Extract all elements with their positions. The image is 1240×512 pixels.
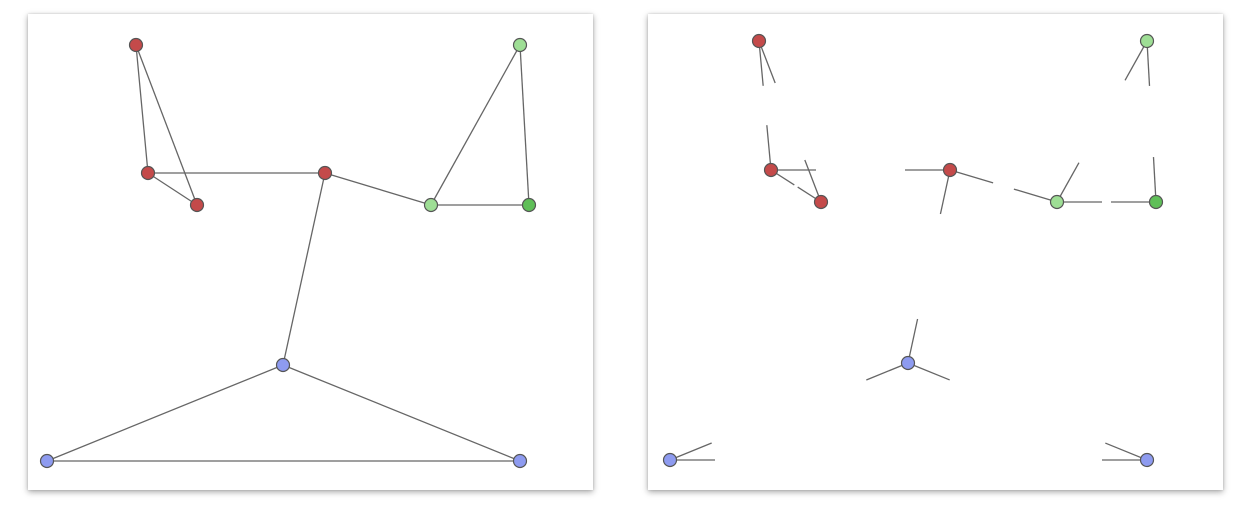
node-green-g3 (1148, 194, 1164, 210)
node-green-g1 (512, 37, 528, 53)
edge-r1-r3 (135, 44, 198, 206)
edge-stub-r4 (939, 169, 951, 215)
edge-r1-r2 (135, 44, 149, 174)
node-blue-b1 (275, 357, 291, 373)
edges (46, 44, 530, 462)
node-red-r4 (942, 162, 958, 178)
edge-stub-b1 (907, 362, 950, 381)
edge-stub-g3 (1152, 157, 1157, 203)
node-green-g2 (423, 197, 439, 213)
node-red-r2 (140, 165, 156, 181)
graph-canvas-stubs (662, 33, 1164, 468)
edge-stub-r1 (758, 40, 776, 84)
edge-stub-g1 (1124, 40, 1148, 81)
edge-stub-g1 (1146, 40, 1151, 86)
node-green-g2 (1049, 194, 1065, 210)
edge-stub-r3 (804, 159, 822, 203)
node-blue-b3 (1139, 452, 1155, 468)
graph-canvas-full (39, 37, 537, 469)
edge-stub-b2 (669, 442, 712, 461)
edges (669, 40, 1157, 461)
nodes (662, 33, 1164, 468)
edge-r2-r3 (147, 172, 198, 206)
node-red-r1 (751, 33, 767, 49)
node-green-g1 (1139, 33, 1155, 49)
edge-stub-b3 (1105, 442, 1148, 461)
nodes (39, 37, 537, 469)
node-red-r3 (189, 197, 205, 213)
edge-b1-b3 (282, 364, 521, 462)
edge-stub-r2 (766, 125, 772, 171)
graph-panel-edge-stubs (648, 14, 1223, 490)
edge-b1-b2 (46, 364, 284, 462)
node-blue-b2 (662, 452, 678, 468)
edge-stub-g2 (1056, 162, 1080, 203)
node-green-g3 (521, 197, 537, 213)
node-blue-b1 (900, 355, 916, 371)
node-red-r2 (763, 162, 779, 178)
graph-panel-full-edges (28, 14, 593, 490)
node-red-r1 (128, 37, 144, 53)
edge-g1-g3 (519, 44, 530, 206)
edge-stub-r1 (758, 40, 764, 86)
node-blue-b3 (512, 453, 528, 469)
edge-r4-g2 (324, 172, 432, 206)
node-red-r4 (317, 165, 333, 181)
edge-g1-g2 (430, 44, 521, 206)
edge-stub-g2 (1013, 188, 1058, 203)
edge-stub-b1 (866, 362, 909, 381)
edge-r4-b1 (282, 172, 326, 366)
node-blue-b2 (39, 453, 55, 469)
edge-stub-r4 (949, 169, 994, 184)
edge-stub-b1 (907, 318, 919, 364)
node-red-r3 (813, 194, 829, 210)
